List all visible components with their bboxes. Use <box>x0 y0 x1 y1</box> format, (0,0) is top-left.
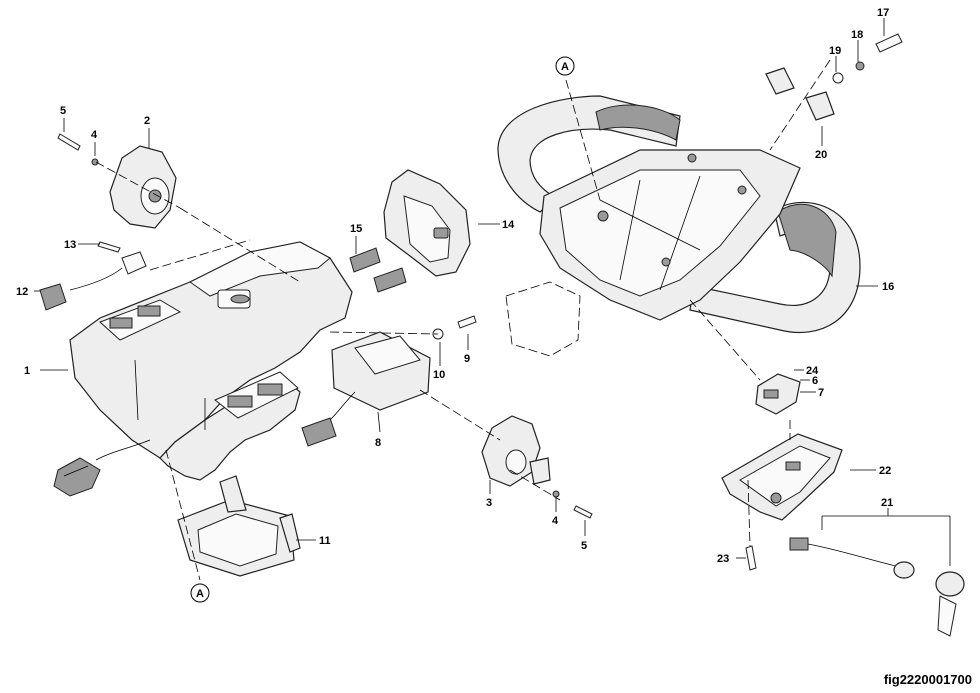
springs-part-15 <box>349 247 407 293</box>
callout-17: 17 <box>877 7 889 19</box>
callout-8: 8 <box>375 437 381 449</box>
callout-7: 7 <box>818 387 824 399</box>
handle-frame-part-16 <box>497 95 861 334</box>
callout-4-right: 4 <box>552 515 559 527</box>
callout-15: 15 <box>350 223 362 235</box>
callout-12: 12 <box>16 286 28 298</box>
rotary-knob-part-3 <box>481 415 551 487</box>
panel-part-22 <box>721 433 843 521</box>
tray-part-11 <box>177 475 301 577</box>
console-housing-part <box>69 241 353 481</box>
callout-3: 3 <box>486 497 492 509</box>
callout-9: 9 <box>464 353 470 365</box>
reference-marker-a-top: A <box>555 56 575 76</box>
callout-labels: 1 2 3 4 4 5 5 6 7 8 9 10 11 12 13 14 15 … <box>16 7 894 565</box>
reference-label-a-top: A <box>561 61 569 73</box>
key-switch-part-21 <box>789 537 965 637</box>
reference-marker-a-bottom: A <box>190 583 210 603</box>
callout-19: 19 <box>829 45 841 57</box>
fasteners-left <box>57 133 593 519</box>
callout-21: 21 <box>881 497 893 509</box>
screw-part-23 <box>745 545 757 571</box>
callout-24: 24 <box>806 365 819 377</box>
callout-13: 13 <box>64 239 76 251</box>
reference-label-a-bottom: A <box>196 588 204 600</box>
callout-leaders <box>34 18 951 566</box>
callout-11: 11 <box>319 535 331 547</box>
callout-1: 1 <box>24 365 30 377</box>
harness-part-12 <box>39 251 147 311</box>
callout-22: 22 <box>879 465 891 477</box>
callout-5-left: 5 <box>60 105 66 117</box>
ghost-outline <box>505 281 581 357</box>
fasteners-top-right <box>765 33 903 121</box>
callout-6: 6 <box>812 375 818 387</box>
callout-2: 2 <box>144 115 150 127</box>
switch-part-7 <box>755 373 801 415</box>
callout-14: 14 <box>502 219 515 231</box>
callout-16: 16 <box>882 281 894 293</box>
mounting-bracket-part-8 <box>301 331 431 447</box>
figure-id-label: fig2220001700 <box>883 672 972 687</box>
callout-23: 23 <box>717 553 729 565</box>
rotary-switch-part-2 <box>109 145 177 229</box>
alignment-lines <box>95 59 831 581</box>
callout-20: 20 <box>815 149 827 161</box>
callout-4-left: 4 <box>91 129 98 141</box>
callout-5-right: 5 <box>581 540 587 552</box>
callout-18: 18 <box>851 29 863 41</box>
callout-10: 10 <box>433 369 445 381</box>
wiring-harness-lower <box>53 439 151 497</box>
cover-part-14 <box>383 169 471 277</box>
